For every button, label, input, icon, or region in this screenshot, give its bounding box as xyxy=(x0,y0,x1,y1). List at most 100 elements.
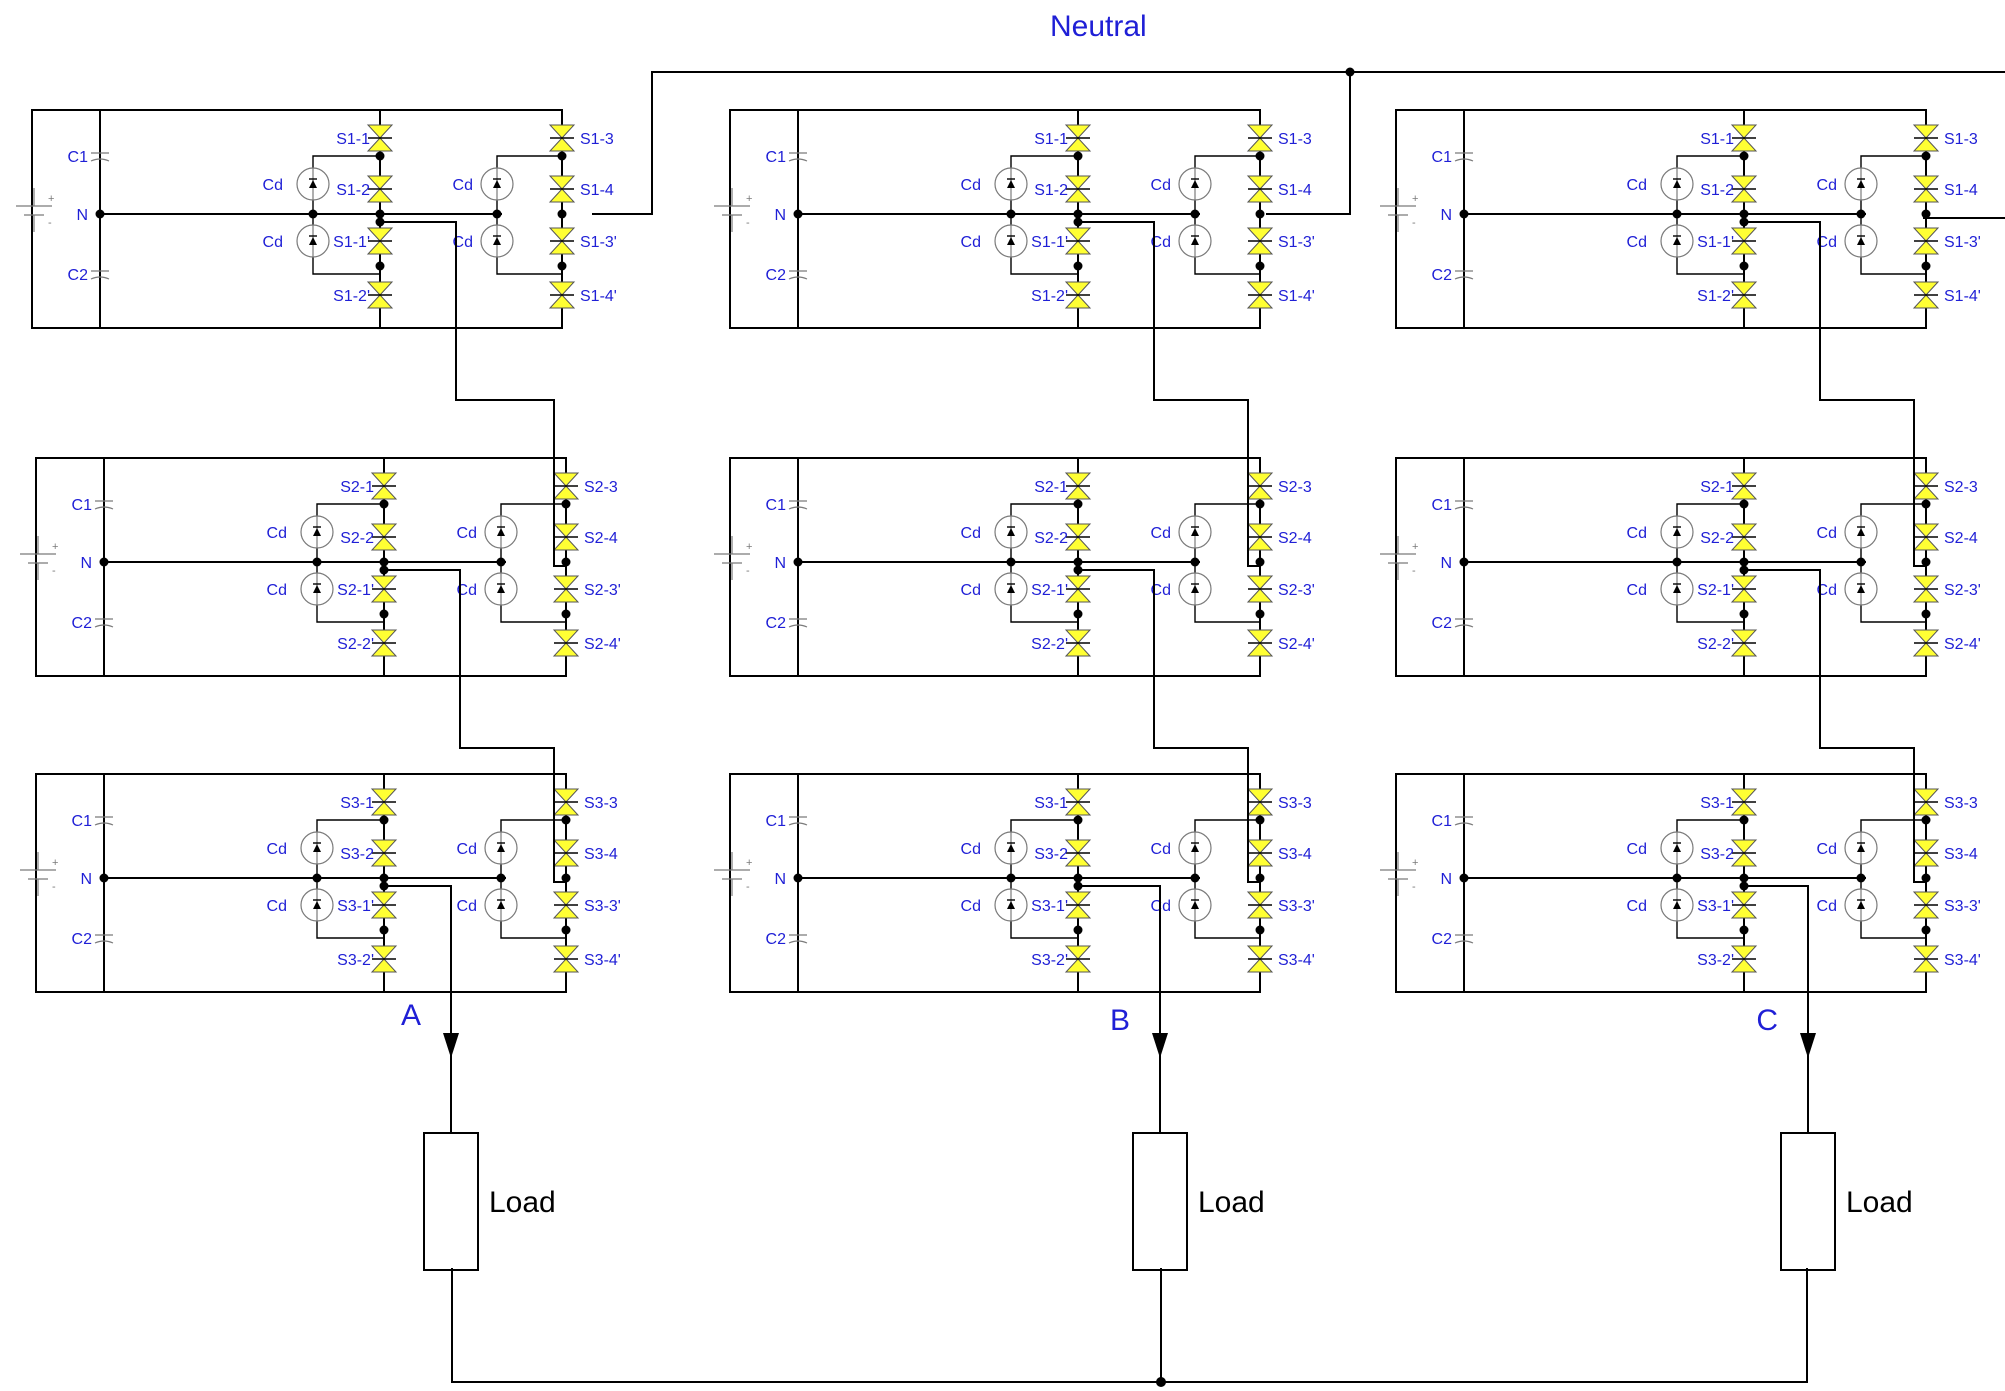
switch-label: S3-4 xyxy=(1278,846,1312,863)
capacitor-label: C1 xyxy=(1432,497,1453,514)
junction-dot xyxy=(1073,261,1083,271)
clamp-diode-symbol xyxy=(1844,888,1878,922)
clamp-diode-label: Cd xyxy=(1627,582,1647,599)
clamp-diode-symbol xyxy=(1660,167,1694,201)
dc-source-symbol: +- xyxy=(1380,188,1418,232)
switch-symbol xyxy=(1246,788,1274,816)
switch-symbol xyxy=(1730,175,1758,203)
svg-text:-: - xyxy=(1412,881,1416,893)
switch-symbol xyxy=(552,945,580,973)
junction-dot xyxy=(1739,261,1749,271)
switch-label: S2-4' xyxy=(1944,636,1981,653)
junction-dot xyxy=(379,609,389,619)
switch-symbol xyxy=(1912,523,1940,551)
capacitor-label: C2 xyxy=(1432,267,1453,284)
clamp-diode-symbol xyxy=(994,224,1028,258)
switch-label: S1-4' xyxy=(1944,288,1981,305)
switch-label: S3-2 xyxy=(1034,846,1068,863)
capacitor-label: C2 xyxy=(72,615,93,632)
switch-symbol xyxy=(552,523,580,551)
neutral-node-label: N xyxy=(80,555,92,572)
junction-dot xyxy=(1739,609,1749,619)
switch-label: S3-3 xyxy=(1944,795,1978,812)
capacitor-symbol xyxy=(788,500,808,510)
clamp-diode-symbol xyxy=(1178,888,1212,922)
switch-label: S2-1 xyxy=(1034,479,1068,496)
switch-symbol xyxy=(548,227,576,255)
svg-text:+: + xyxy=(746,193,752,205)
switch-label: S3-2' xyxy=(1031,952,1068,969)
capacitor-symbol xyxy=(788,270,808,280)
switch-label: S1-3 xyxy=(1944,131,1978,148)
load-label: Load xyxy=(1198,1186,1265,1219)
capacitor-symbol xyxy=(94,934,114,944)
switch-label: S1-1 xyxy=(1034,131,1068,148)
clamp-diode-symbol xyxy=(484,515,518,549)
switch-symbol xyxy=(552,891,580,919)
clamp-diode-label: Cd xyxy=(1627,898,1647,915)
switch-symbol xyxy=(370,575,398,603)
junction-dot xyxy=(1073,925,1083,935)
clamp-diode-label: Cd xyxy=(961,525,981,542)
dc-source-symbol: +- xyxy=(714,852,752,896)
svg-text:-: - xyxy=(746,881,750,893)
capacitor-symbol xyxy=(788,816,808,826)
clamp-diode-label: Cd xyxy=(1627,841,1647,858)
neutral-node-label: N xyxy=(1440,207,1452,224)
switch-label: S2-3 xyxy=(584,479,618,496)
junction-dot xyxy=(1672,873,1682,883)
clamp-diode-symbol xyxy=(300,888,334,922)
switch-label: S3-2 xyxy=(340,846,374,863)
clamp-diode-symbol xyxy=(484,572,518,606)
module-b-stage-3: +-C1C2NS3-1S3-2S3-1'S3-2'S3-3S3-4S3-3'S3… xyxy=(714,773,1315,993)
svg-text:+: + xyxy=(1412,857,1418,869)
clamp-diode-symbol xyxy=(1660,888,1694,922)
clamp-diode-symbol xyxy=(480,167,514,201)
switch-label: S2-2 xyxy=(1700,530,1734,547)
switch-symbol xyxy=(1064,227,1092,255)
clamp-diode-label: Cd xyxy=(1151,841,1171,858)
switch-symbol xyxy=(1912,788,1940,816)
switch-symbol xyxy=(1246,281,1274,309)
neutral-line xyxy=(592,67,2005,219)
switch-label: S1-4 xyxy=(580,182,614,199)
switch-symbol xyxy=(1246,472,1274,500)
switch-label: S2-1 xyxy=(340,479,374,496)
load-label: Load xyxy=(1846,1186,1913,1219)
switch-label: S3-4' xyxy=(1944,952,1981,969)
switch-symbol xyxy=(1730,788,1758,816)
module-c-stage-1: +-C1C2NS1-1S1-2S1-1'S1-2'S1-3S1-4S1-3'S1… xyxy=(1380,109,1981,329)
switch-symbol xyxy=(1246,839,1274,867)
module-a-stage-1: +-C1C2NS1-1S1-2S1-1'S1-2'S1-3S1-4S1-3'S1… xyxy=(16,109,617,329)
switch-symbol xyxy=(1246,629,1274,657)
svg-text:-: - xyxy=(1412,217,1416,229)
clamp-diode-symbol xyxy=(1178,224,1212,258)
svg-text:+: + xyxy=(52,857,58,869)
junction-dot xyxy=(1921,261,1931,271)
switch-symbol xyxy=(548,175,576,203)
junction-dot xyxy=(1073,209,1083,219)
dc-source-symbol: +- xyxy=(20,536,58,580)
clamp-diode-label: Cd xyxy=(1817,525,1837,542)
switch-label: S3-3' xyxy=(584,898,621,915)
clamp-diode-symbol xyxy=(1178,515,1212,549)
clamp-diode-symbol xyxy=(1844,515,1878,549)
load-label: Load xyxy=(489,1186,556,1219)
switch-symbol xyxy=(1912,839,1940,867)
junction-dot xyxy=(1921,925,1931,935)
capacitor-label: C2 xyxy=(68,267,89,284)
svg-text:+: + xyxy=(746,541,752,553)
junction-dot xyxy=(496,873,506,883)
svg-text:-: - xyxy=(48,217,52,229)
svg-text:+: + xyxy=(1412,193,1418,205)
capacitor-label: C2 xyxy=(766,267,787,284)
junction-dot xyxy=(1921,873,1931,883)
clamp-diode-symbol xyxy=(1660,224,1694,258)
switch-symbol xyxy=(1064,839,1092,867)
dc-source-symbol: +- xyxy=(1380,852,1418,896)
junction-dot xyxy=(561,609,571,619)
switch-symbol xyxy=(1912,945,1940,973)
switch-symbol xyxy=(1730,523,1758,551)
module-c-stage-3: +-C1C2NS3-1S3-2S3-1'S3-2'S3-3S3-4S3-3'S3… xyxy=(1380,773,1981,993)
clamp-diode-symbol xyxy=(296,167,330,201)
